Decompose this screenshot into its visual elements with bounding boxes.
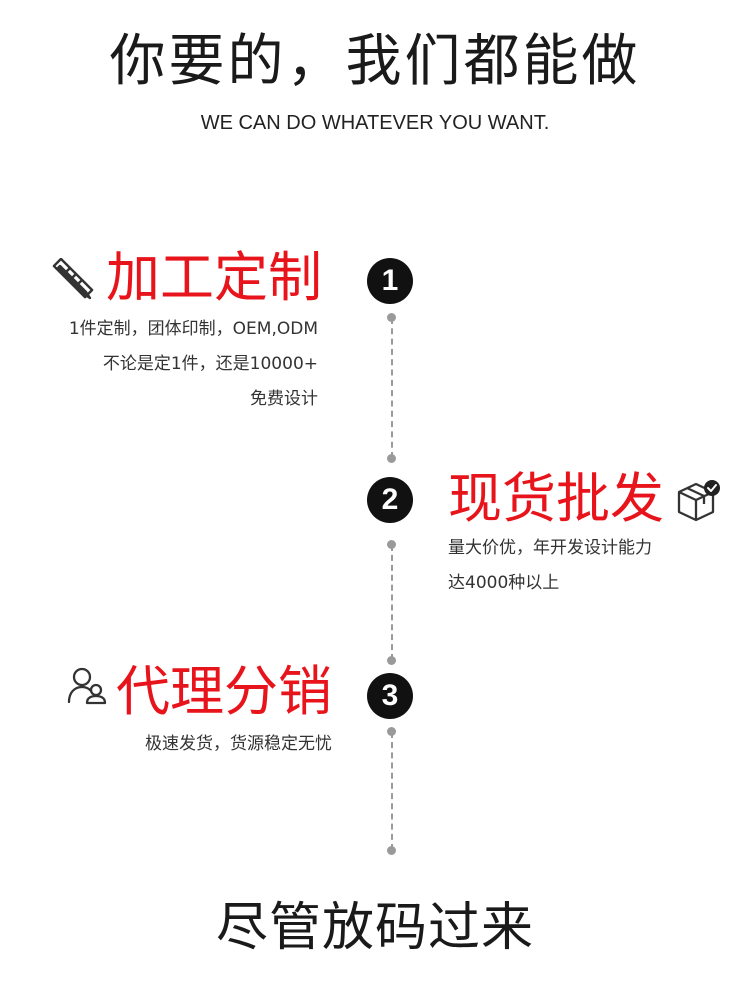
step-3-title: 代理分销 [116,660,332,723]
page-subtitle: WE CAN DO WHATEVER YOU WANT. [200,112,550,134]
step-2-line-1: 量大价优，年开发设计能力 [448,538,652,558]
step-1-line-2: 不论是定1件，还是10000+ [102,354,318,374]
page-title: 你要的，我们都能做 [109,29,641,94]
step-3-line-1: 极速发货，货源稳定无忧 [145,734,332,754]
package-check-icon [675,478,721,524]
step-2-description: 量大价优，年开发设计能力 达4000种以上 [448,531,652,601]
timeline-dot [387,313,396,322]
step-2-badge: 2 [367,477,413,523]
step-2-title: 现货批发 [448,467,664,530]
step-1-title: 加工定制 [106,246,322,309]
step-1-description: 1件定制，团体印制，OEM,ODM 不论是定1件，还是10000+ 免费设计 [10,312,318,417]
timeline-dot [387,454,396,463]
pencil-ruler-icon [52,258,96,302]
step-1-line-1: 1件定制，团体印制，OEM,ODM [68,319,318,339]
step-1-line-3: 免费设计 [250,389,318,409]
footer-slogan: 尽管放码过来 [215,898,534,958]
timeline-dot [387,656,396,665]
users-icon [66,666,108,706]
timeline-connector-3 [391,732,393,850]
timeline-dot [387,540,396,549]
timeline-dot [387,846,396,855]
step-3-badge: 3 [367,673,413,719]
step-2-line-2: 达4000种以上 [448,573,560,593]
step-1-badge: 1 [367,258,413,304]
timeline-connector-2 [391,545,393,660]
timeline-connector-1 [391,318,393,458]
step-3-description: 极速发货，货源稳定无忧 [60,727,332,762]
timeline-dot [387,727,396,736]
